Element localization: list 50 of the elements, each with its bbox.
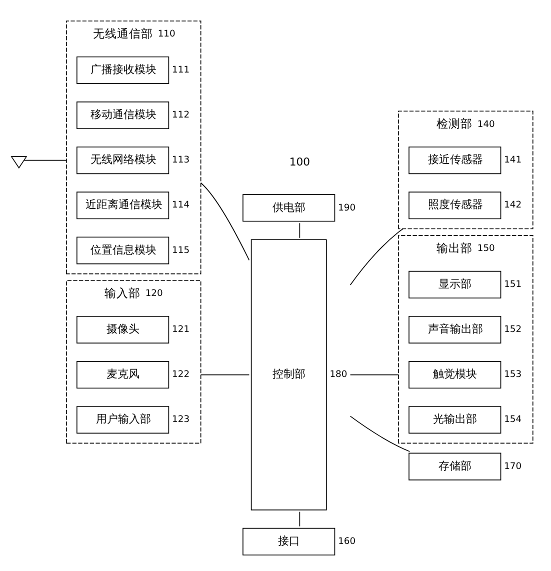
label: 100 bbox=[289, 156, 310, 169]
node-box: 无线网络模块 bbox=[76, 146, 170, 174]
node-box: 照度传感器 bbox=[408, 192, 502, 220]
node-box: 显示部 bbox=[408, 270, 502, 298]
node-label: 120 bbox=[145, 288, 163, 300]
node-label: 140 bbox=[477, 118, 495, 130]
connector bbox=[200, 182, 250, 261]
node-label: 115 bbox=[172, 244, 190, 256]
node-label: 121 bbox=[172, 324, 190, 336]
node-box: 存储部 bbox=[408, 452, 502, 480]
connector bbox=[350, 228, 404, 286]
connector bbox=[350, 416, 410, 452]
connector bbox=[299, 511, 300, 527]
node-label: 153 bbox=[504, 369, 522, 380]
node-label: 122 bbox=[172, 369, 190, 380]
node-box: 移动通信模块 bbox=[76, 102, 170, 130]
connector bbox=[350, 374, 399, 376]
node-box: 近距离通信模块 bbox=[76, 192, 170, 220]
node-box: 广播接收模块 bbox=[76, 56, 170, 84]
node-label: 150 bbox=[477, 243, 495, 254]
node-box: 光输出部 bbox=[408, 406, 502, 434]
node-box: 接口 bbox=[242, 528, 336, 556]
connector bbox=[200, 374, 250, 376]
node-label: 142 bbox=[504, 200, 522, 211]
node-label: 110 bbox=[158, 28, 176, 40]
node-box: 位置信息模块 bbox=[76, 236, 170, 264]
node-box: 触觉模块 bbox=[408, 361, 502, 389]
node-box: 供电部 bbox=[242, 194, 336, 222]
connector bbox=[24, 160, 67, 161]
node-label: 113 bbox=[172, 154, 190, 166]
node-box: 接近传感器 bbox=[408, 146, 502, 174]
node-box: 用户输入部 bbox=[76, 406, 170, 434]
node-label: 112 bbox=[172, 110, 190, 121]
node-label: 114 bbox=[172, 200, 190, 211]
connector bbox=[299, 222, 300, 238]
node-label: 170 bbox=[504, 460, 522, 472]
node-box: 摄像头 bbox=[76, 316, 170, 344]
node-label: 111 bbox=[172, 64, 190, 76]
node-label: 123 bbox=[172, 414, 190, 426]
node-box: 控制部 bbox=[250, 239, 327, 510]
node-label: 154 bbox=[504, 414, 522, 426]
node-label: 160 bbox=[338, 536, 356, 547]
node-label: 141 bbox=[504, 154, 522, 166]
node-antenna bbox=[10, 156, 28, 169]
node-label: 180 bbox=[330, 369, 348, 380]
node-label: 152 bbox=[504, 324, 522, 336]
node-box: 麦克风 bbox=[76, 361, 170, 389]
node-label: 190 bbox=[338, 202, 356, 214]
node-box: 声音输出部 bbox=[408, 316, 502, 344]
node-label: 151 bbox=[504, 279, 522, 290]
